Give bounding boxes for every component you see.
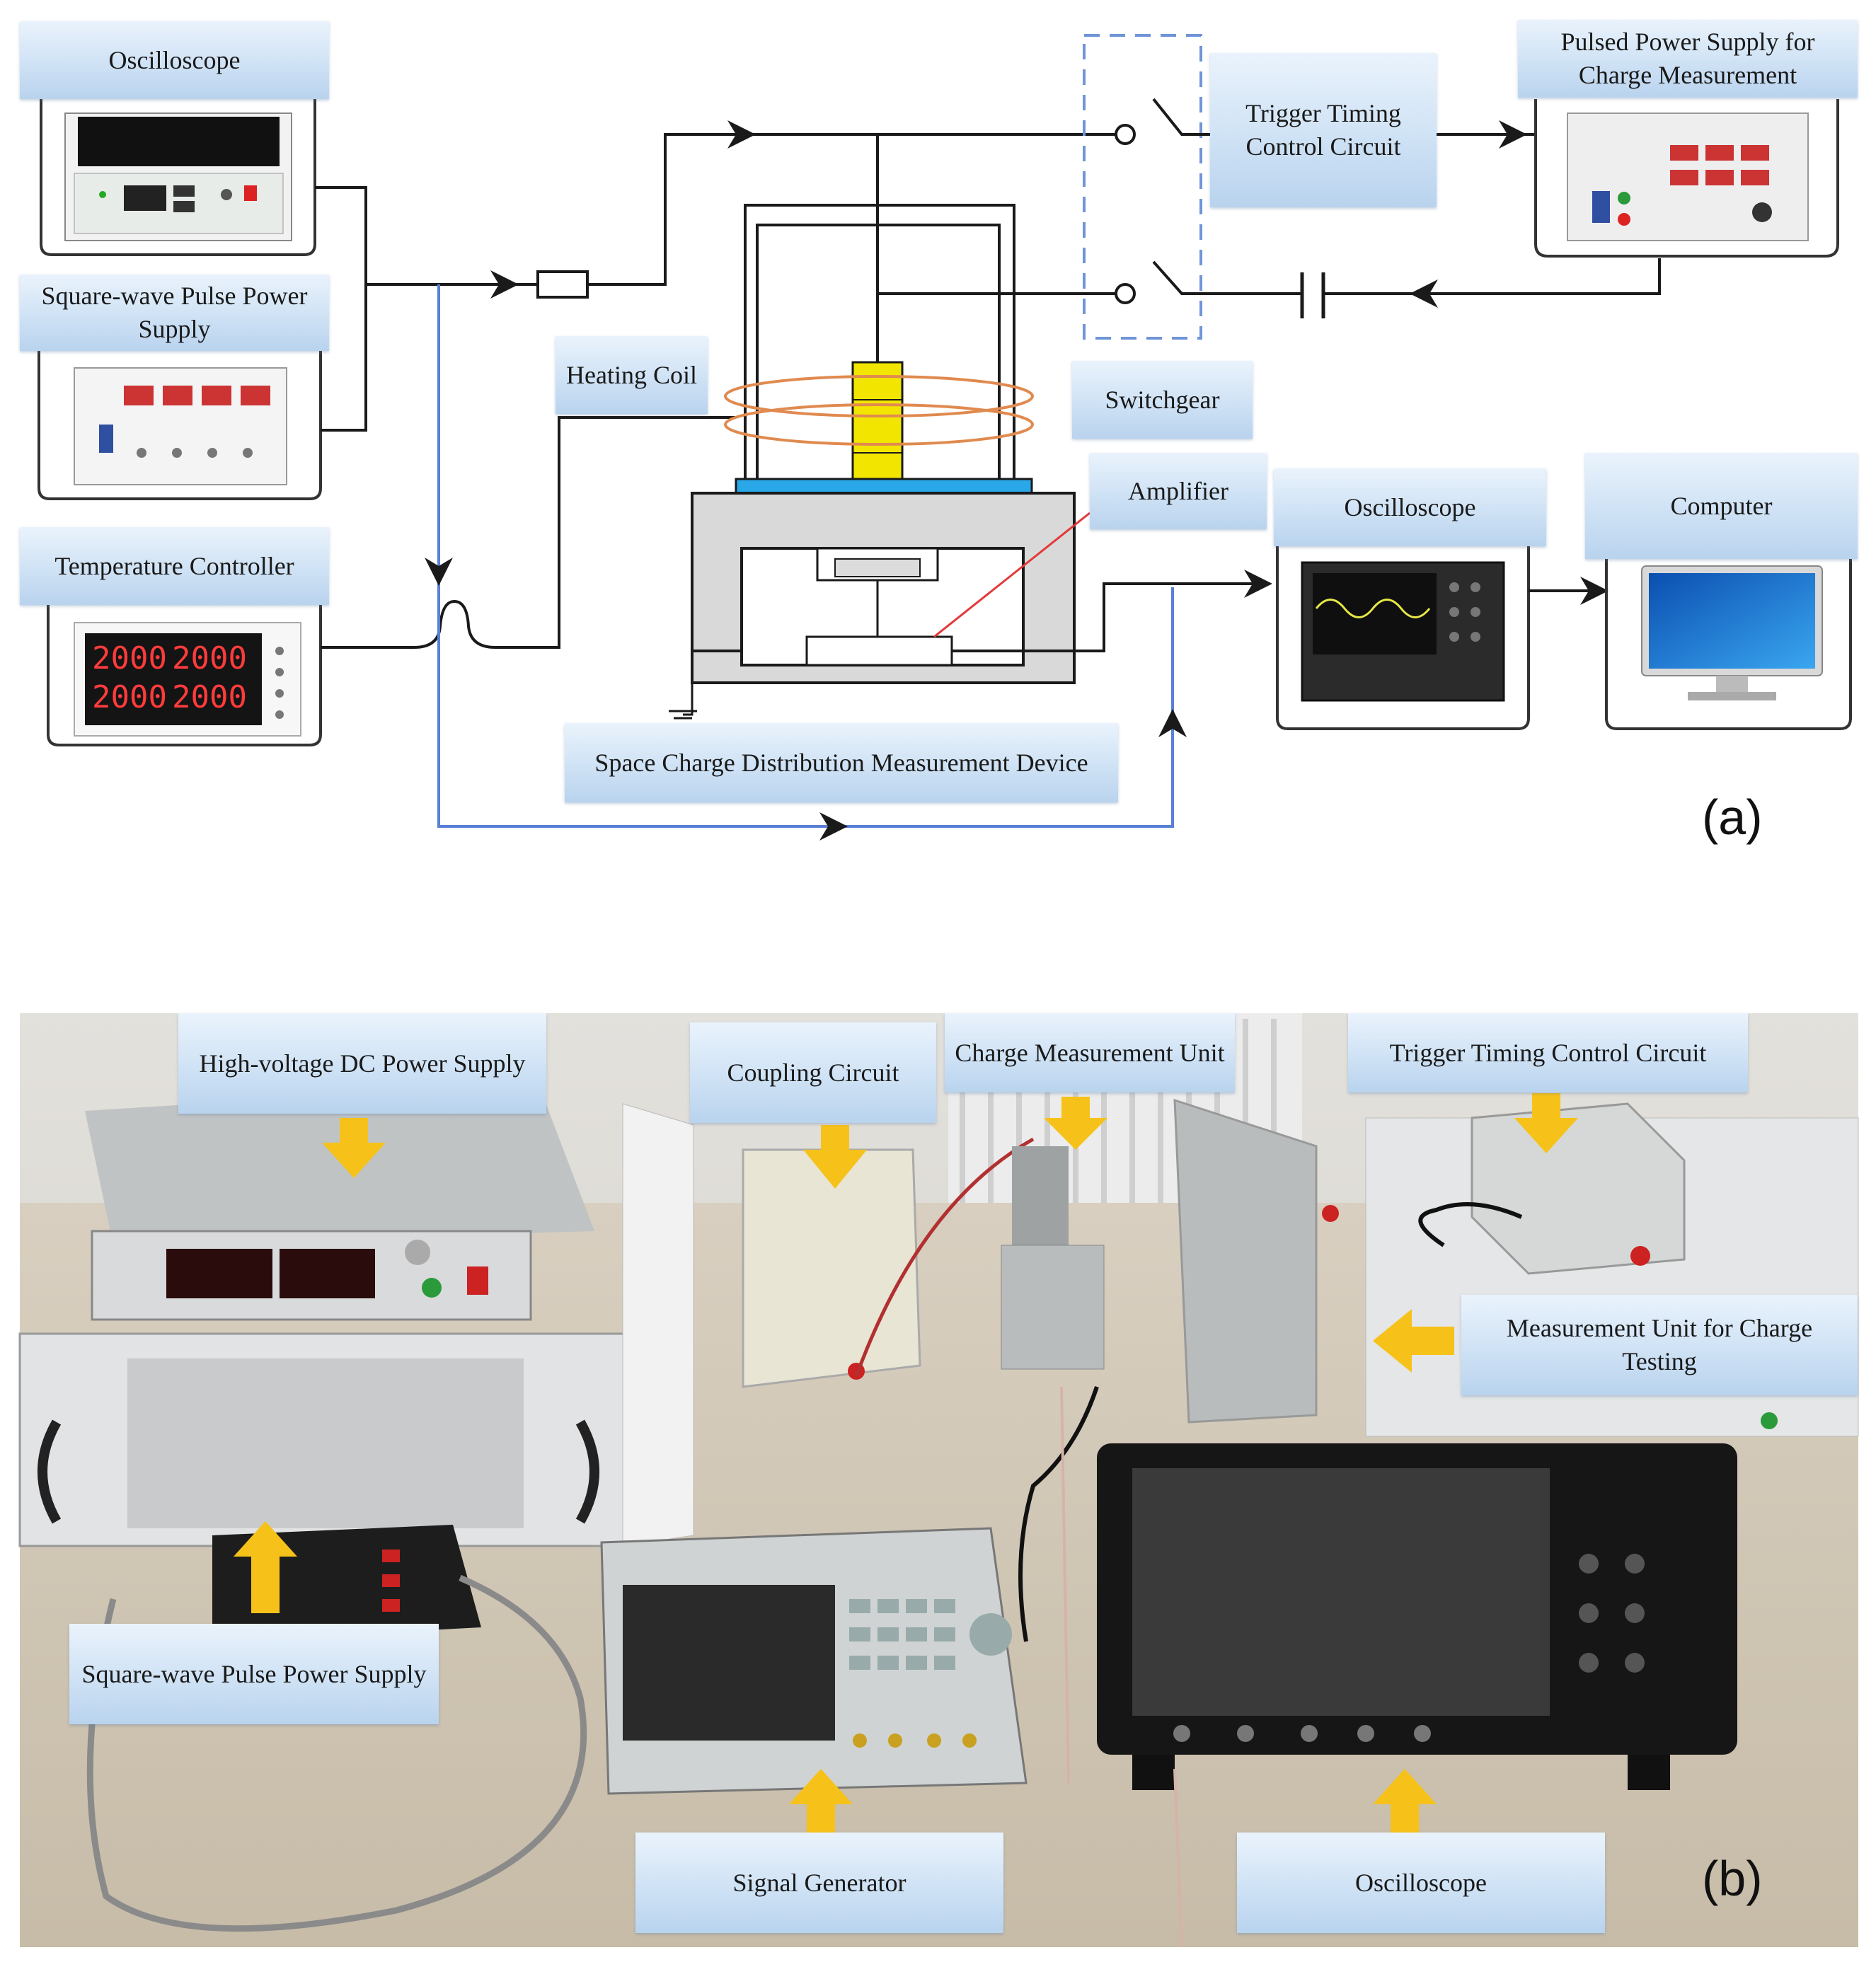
- label-heating-coil: Heating Coil: [556, 336, 708, 414]
- temp-display-1: 2000: [92, 640, 167, 676]
- arrow-coupling: [803, 1125, 867, 1189]
- panel-tag-a: (a): [1702, 790, 1763, 845]
- label-computer: Computer: [1585, 453, 1858, 559]
- lab-photo: [18, 1013, 1859, 1948]
- label-charge-measurement-unit: Charge Measurement Unit: [945, 1013, 1235, 1092]
- temp-display-4: 2000: [172, 679, 247, 715]
- label-amplifier: Amplifier: [1090, 453, 1267, 529]
- label-square-wave-pulse-power-supply: Square-wave Pulse Power Supply: [20, 275, 329, 351]
- arrow-signal-gen: [789, 1769, 853, 1833]
- pulsed-power-frame: [1534, 99, 1839, 258]
- temp-display-3: 2000: [92, 679, 167, 715]
- space-charge-device: [669, 134, 1267, 727]
- label-oscilloscope-b: Oscilloscope: [1237, 1833, 1605, 1933]
- oscilloscope-top-frame: [40, 99, 316, 256]
- arrow-square-wave: [234, 1521, 297, 1613]
- label-trigger-timing-control-circuit-b: Trigger Timing Control Circuit: [1348, 1013, 1748, 1092]
- square-wave-top-frame: [38, 350, 322, 500]
- switchgear: [1083, 34, 1661, 340]
- label-switchgear: Switchgear: [1072, 361, 1253, 439]
- pointer-arrows: [234, 1093, 1578, 1833]
- label-square-wave-pulse-power-supply-b: Square-wave Pulse Power Supply: [69, 1624, 439, 1724]
- label-coupling-circuit: Coupling Circuit: [690, 1022, 936, 1123]
- power-bus-wires: [315, 120, 1125, 649]
- arrow-hv-dc: [322, 1118, 386, 1178]
- label-high-voltage-dc-power-supply: High-voltage DC Power Supply: [178, 1013, 546, 1114]
- label-oscilloscope-right: Oscilloscope: [1274, 468, 1546, 546]
- arrow-measurement-unit: [1373, 1309, 1454, 1373]
- panel-tag-b: (b): [1702, 1851, 1763, 1906]
- arrow-charge-unit: [1044, 1097, 1107, 1150]
- temp-display-2: 2000: [172, 640, 247, 676]
- temperature-controller-frame: [47, 605, 322, 746]
- oscilloscope-right-frame: [1276, 545, 1530, 730]
- arrow-oscilloscope: [1373, 1769, 1437, 1833]
- label-pulsed-power-supply: Pulsed Power Supply for Charge Measureme…: [1518, 20, 1858, 98]
- arrow-trigger: [1514, 1093, 1578, 1153]
- label-space-charge-device: Space Charge Distribution Measurement De…: [565, 723, 1118, 802]
- label-measurement-unit-for-charge-testing: Measurement Unit for Charge Testing: [1461, 1295, 1858, 1395]
- label-trigger-timing-control-circuit: Trigger Timing Control Circuit: [1210, 53, 1437, 207]
- label-oscilloscope-top: Oscilloscope: [20, 21, 329, 99]
- label-temperature-controller: Temperature Controller: [20, 527, 329, 605]
- computer-frame: [1605, 555, 1852, 730]
- label-signal-generator: Signal Generator: [635, 1833, 1003, 1933]
- signal-wires: [425, 284, 1187, 841]
